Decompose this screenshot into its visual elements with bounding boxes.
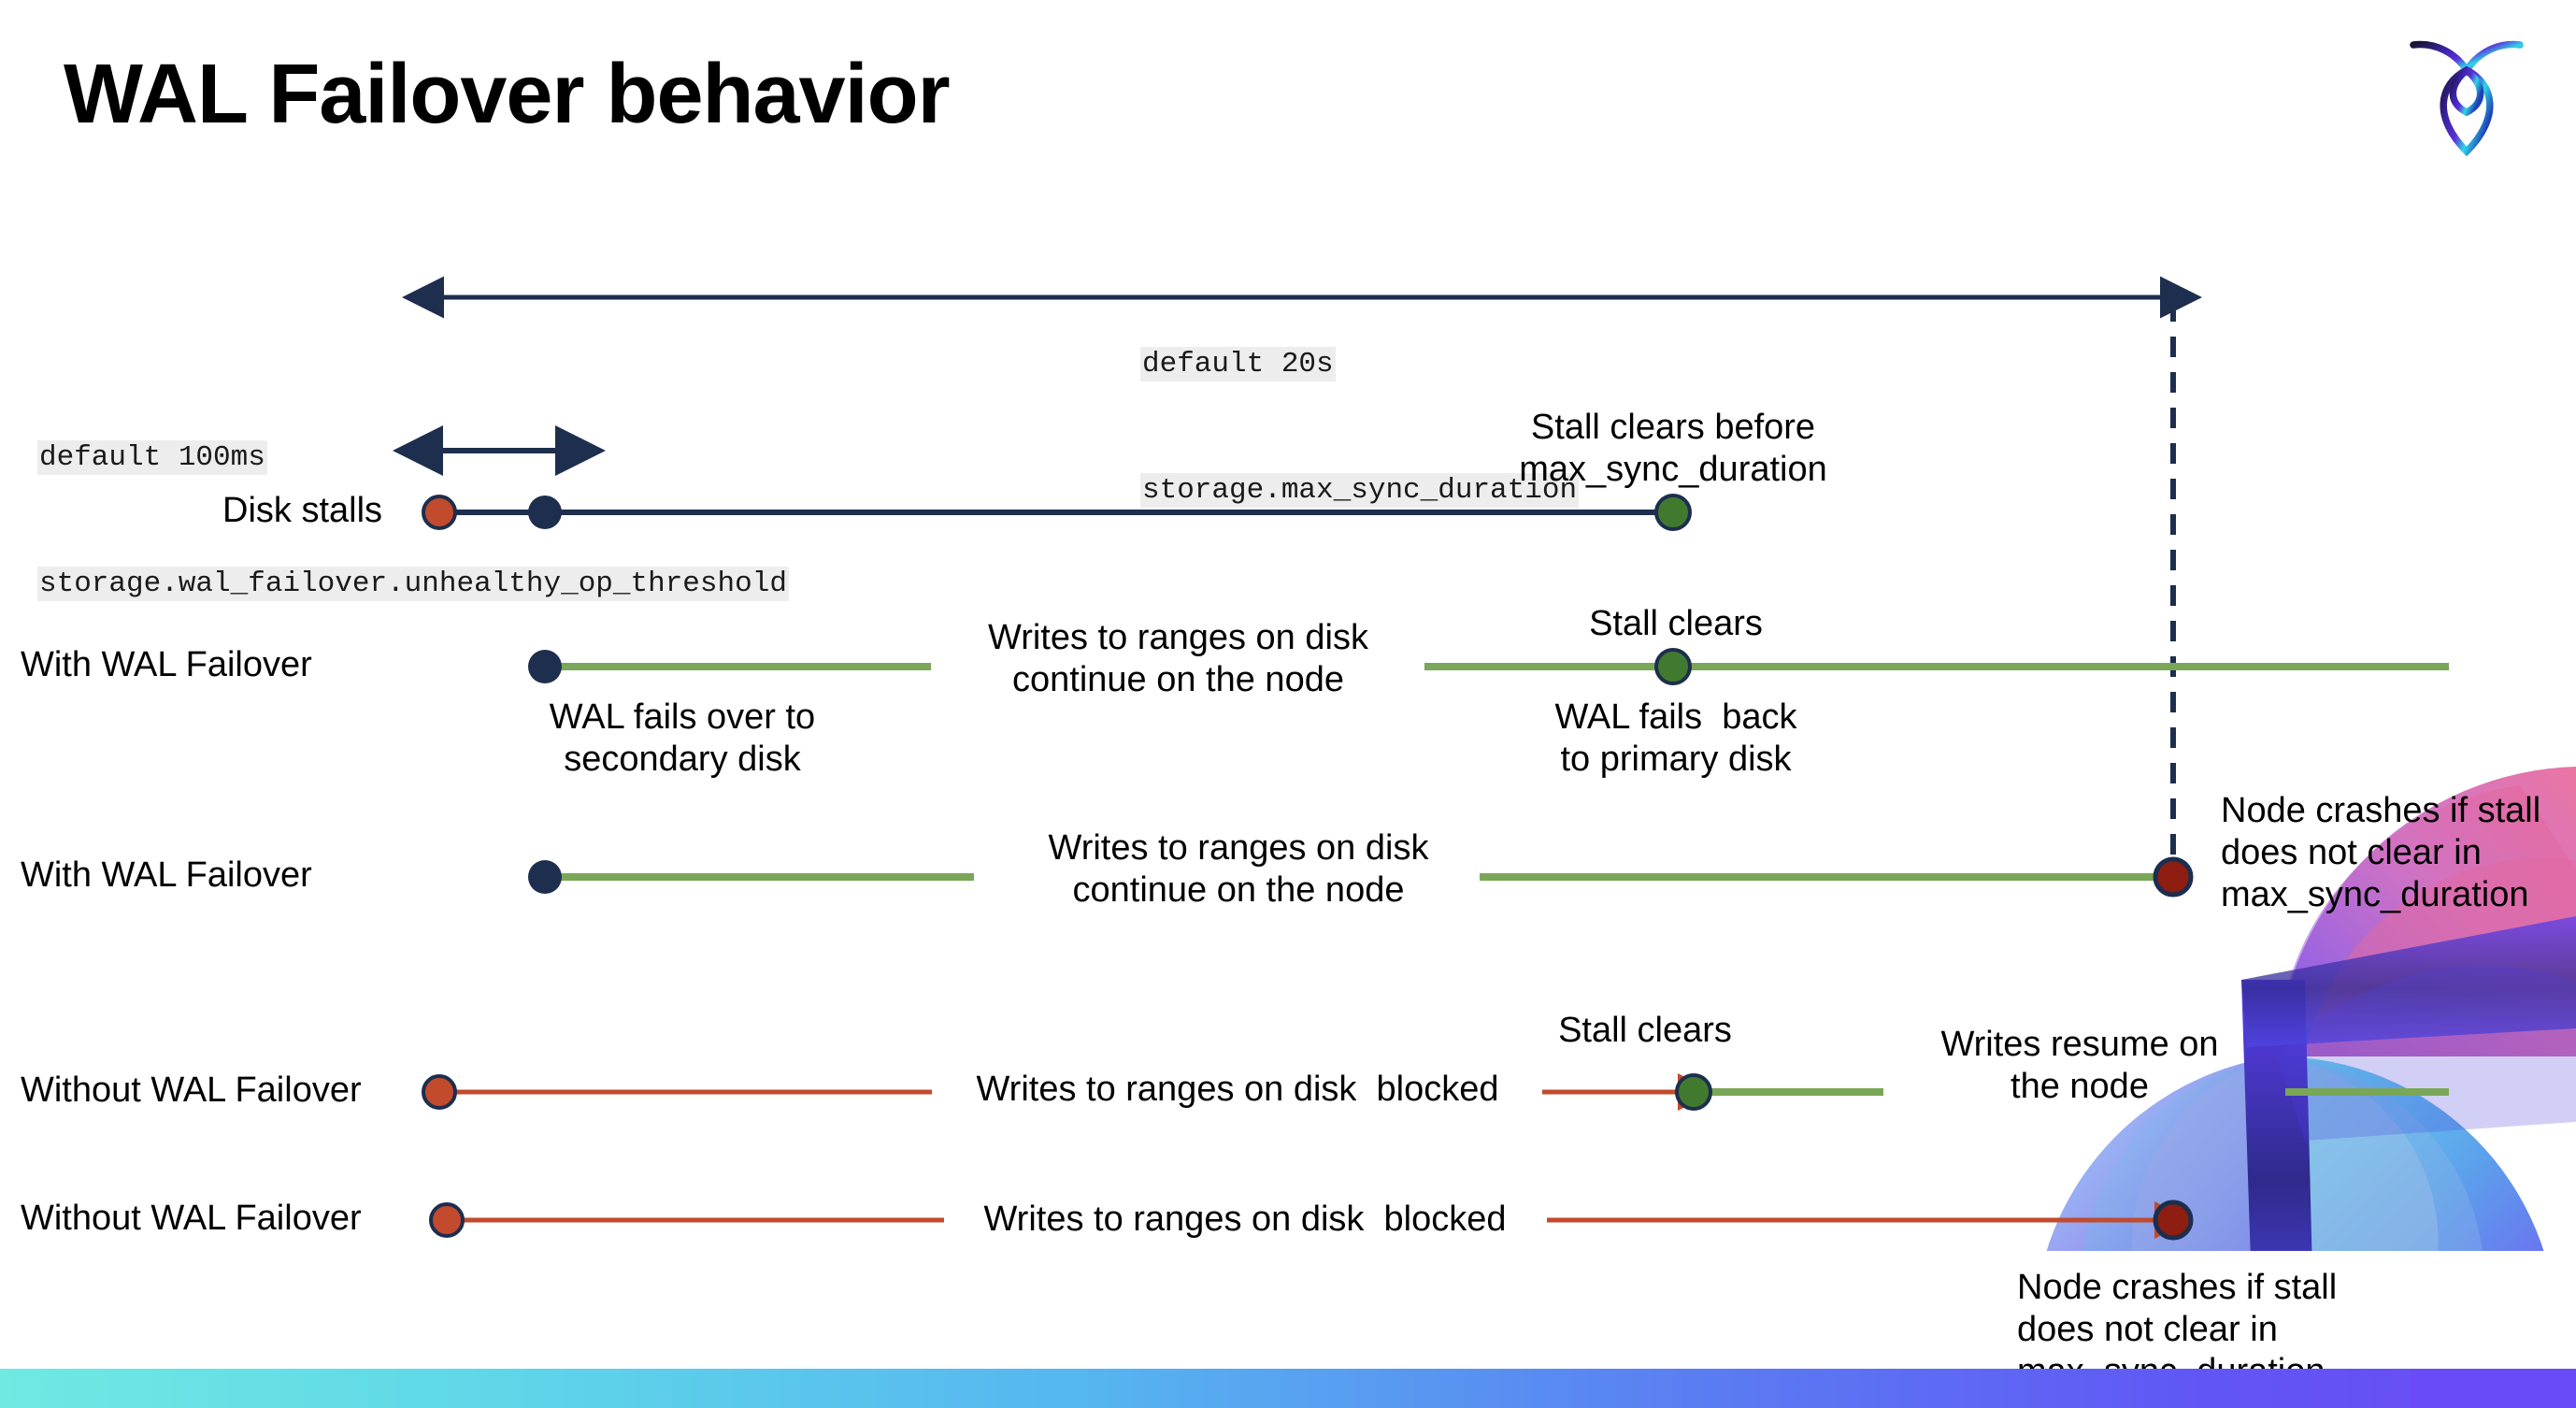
row-label-with-wal-failover-2: With WAL Failover bbox=[21, 855, 312, 895]
cockroachdb-logo-icon bbox=[2397, 22, 2537, 163]
page-title: WAL Failover behavior bbox=[64, 48, 951, 141]
note-writes-continue-2: Writes to ranges on disk continue on the… bbox=[1048, 828, 1429, 910]
line-knockout bbox=[944, 1199, 1547, 1245]
row-label-with-wal-failover-1: With WAL Failover bbox=[21, 645, 312, 684]
note-stall-clears-2: Stall clears bbox=[1558, 1011, 1732, 1050]
callout-backdrop bbox=[1968, 1251, 2576, 1372]
line-knockout bbox=[932, 1069, 1542, 1115]
line-knockout bbox=[931, 641, 1424, 692]
note-writes-continue-1: Writes to ranges on disk continue on the… bbox=[988, 618, 1368, 699]
max-sync-default-label: default 20s bbox=[1140, 346, 1336, 381]
unhealthy-op-setting-name: storage.wal_failover.unhealthy_op_thresh… bbox=[37, 566, 789, 601]
unhealthy-op-default-label: default 100ms bbox=[37, 439, 267, 475]
note-stall-clears-1: Stall clears bbox=[1589, 604, 1763, 643]
row-label-without-wal-failover-1: Without WAL Failover bbox=[21, 1070, 362, 1110]
unhealthy-op-threshold-annotation: default 100ms storage.wal_failover.unhea… bbox=[37, 353, 789, 690]
note-writes-resume: Writes resume on the node bbox=[1940, 1025, 2219, 1106]
max-sync-duration-annotation: default 20s storage.max_sync_duration bbox=[1140, 260, 1580, 596]
bottom-gradient-bar-tail bbox=[2411, 1369, 2576, 1408]
note-stall-clears-before-max-sync: Stall clears before max_sync_duration bbox=[1519, 408, 1827, 489]
note-wal-fails-back: WAL fails back to primary disk bbox=[1554, 697, 1797, 779]
note-node-crashes-1: Node crashes if stall does not clear in … bbox=[2221, 791, 2541, 914]
row-label-disk-stalls: Disk stalls bbox=[222, 491, 383, 530]
row-label-without-wal-failover-2: Without WAL Failover bbox=[21, 1199, 362, 1238]
note-writes-blocked-2: Writes to ranges on disk blocked bbox=[983, 1200, 1507, 1239]
note-writes-blocked-1: Writes to ranges on disk blocked bbox=[976, 1070, 1499, 1109]
line-knockout bbox=[974, 853, 1480, 903]
note-wal-fails-over: WAL fails over to secondary disk bbox=[549, 697, 816, 779]
bottom-gradient-bar bbox=[0, 1369, 2576, 1408]
max-sync-setting-name: storage.max_sync_duration bbox=[1140, 472, 1580, 508]
